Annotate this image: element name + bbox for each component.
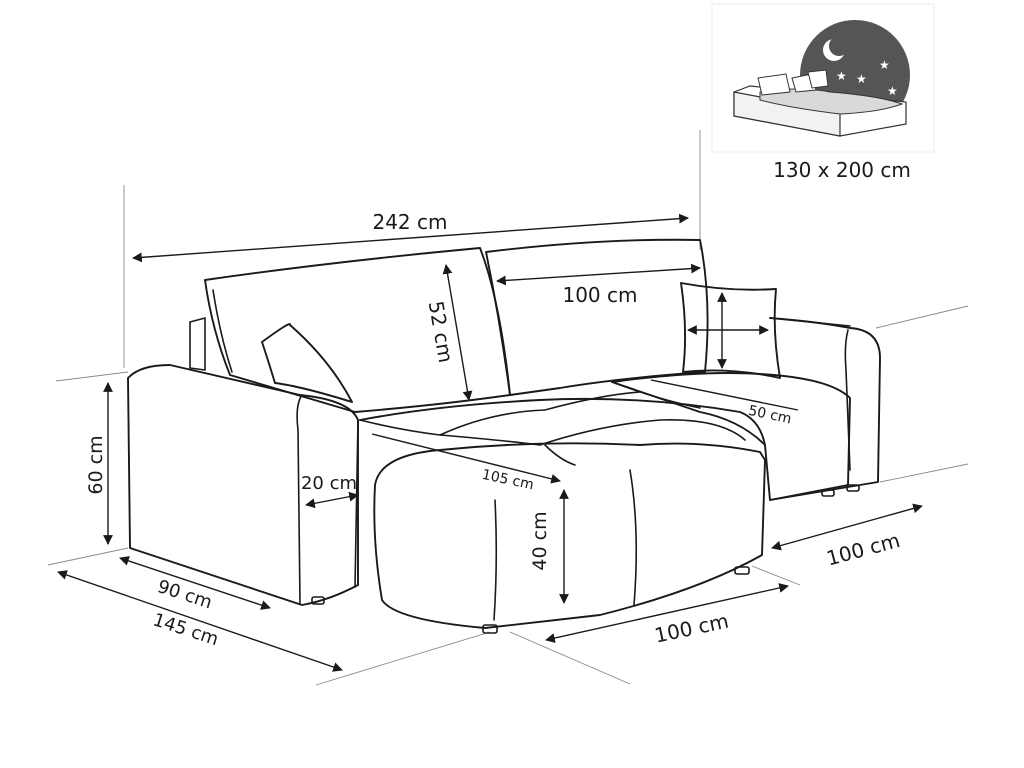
dimension-arrows [57, 213, 923, 672]
svg-text:★: ★ [887, 84, 898, 98]
svg-text:★: ★ [856, 72, 867, 86]
label-armrest-width: 20 cm [301, 473, 357, 494]
chaise-section [373, 442, 766, 629]
dim-arrow-back-height [442, 264, 473, 401]
moon-icon [823, 36, 849, 61]
svg-text:★: ★ [836, 69, 847, 83]
dim-arrow-sofa-depth [771, 503, 923, 551]
dim-arrow-total-width [132, 213, 689, 263]
sofa-drawing [127, 238, 881, 634]
dim-arrow-back-width [496, 263, 701, 286]
dim-arrow-chaise-depth [57, 570, 343, 672]
label-chaise-length: 105 cm [480, 467, 535, 494]
seat-cushion-middle [359, 397, 766, 446]
dimension-labels: 242 cm 100 cm 52 cm 50 cm 60 cm 20 cm 10… [85, 210, 903, 650]
bed-badge: ★ ★ ★ ★ 130 x 200 cm [711, 3, 935, 182]
label-seat-height: 40 cm [529, 511, 551, 570]
throw-pillow-right [680, 282, 781, 379]
back-cushion-left [204, 247, 511, 413]
dim-line-seat-depth [650, 379, 799, 411]
svg-text:★: ★ [879, 58, 890, 72]
label-chaise-width: 100 cm [652, 609, 730, 648]
label-back-width: 100 cm [562, 283, 637, 307]
back-cushion-right [485, 238, 709, 396]
dim-arrow-chaise-width [545, 583, 789, 643]
dim-arrow-chaise-length [371, 433, 561, 484]
dim-arrow-armrest [305, 491, 359, 509]
bed-icon [733, 69, 907, 137]
label-seat-depth-small: 50 cm [747, 403, 793, 428]
throw-pillow-left [261, 323, 353, 403]
label-height: 60 cm [85, 435, 107, 494]
label-total-width: 242 cm [372, 210, 447, 234]
guide-lines [47, 130, 969, 686]
star-icon: ★ ★ ★ ★ [836, 58, 898, 98]
label-sofa-depth: 100 cm [824, 528, 903, 571]
seat-cushion-right [611, 372, 851, 501]
bed-size-label: 130 x 200 cm [773, 158, 911, 182]
armrest-right [769, 317, 881, 501]
